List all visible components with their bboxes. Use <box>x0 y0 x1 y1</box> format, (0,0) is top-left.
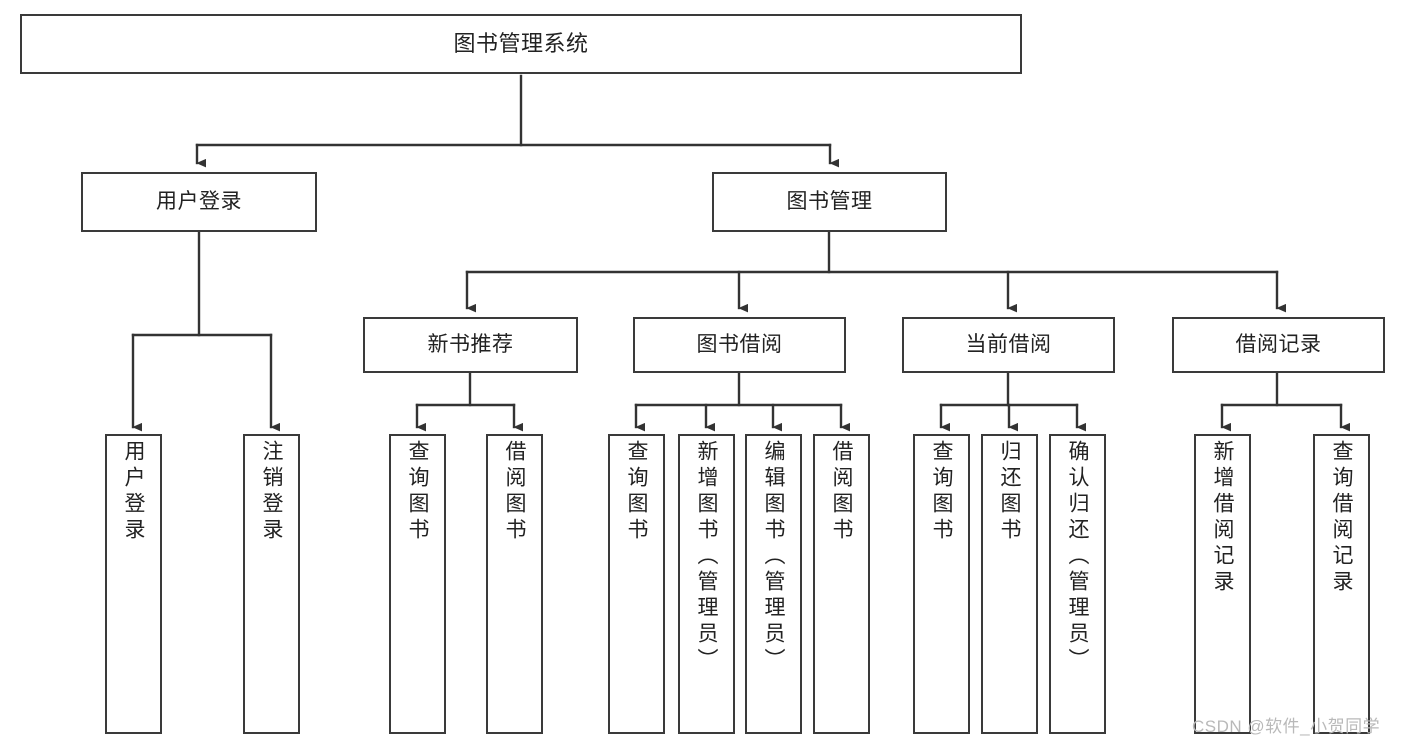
node-label: 归还图书 <box>998 440 1022 544</box>
leaf-current-confirm-return[interactable]: 确认归还（管理员） <box>1049 434 1106 734</box>
csdn-watermark: CSDN @软件_小贺同学 <box>1192 717 1381 736</box>
leaf-current-return-book[interactable]: 归还图书 <box>981 434 1038 734</box>
leaf-current-query-book[interactable]: 查询图书 <box>913 434 970 734</box>
leaf-user-login-login[interactable]: 用户登录 <box>105 434 162 734</box>
leaf-record-query[interactable]: 查询借阅记录 <box>1313 434 1370 734</box>
leaf-user-login-logout[interactable]: 注销登录 <box>243 434 300 734</box>
node-label: 借阅图书 <box>503 440 527 544</box>
node-label: 借阅记录 <box>1235 332 1322 356</box>
node-label: 借阅图书 <box>830 440 854 544</box>
node-label: 用户登录 <box>122 440 146 544</box>
node-label: 确认归还（管理员） <box>1066 440 1090 674</box>
leaf-borrow-query-book[interactable]: 查询图书 <box>608 434 665 734</box>
node-label: 用户登录 <box>156 189 242 213</box>
node-label: 注销登录 <box>260 440 284 544</box>
node-label: 查询图书 <box>625 440 649 544</box>
node-label: 新书推荐 <box>427 332 514 356</box>
node-current-borrow[interactable]: 当前借阅 <box>902 317 1115 373</box>
node-book-borrow[interactable]: 图书借阅 <box>633 317 846 373</box>
node-label: 新增借阅记录 <box>1211 440 1235 596</box>
node-label: 查询图书 <box>406 440 430 544</box>
node-label: 图书管理 <box>786 189 873 213</box>
leaf-borrow-borrow-book[interactable]: 借阅图书 <box>813 434 870 734</box>
node-new-book-recommend[interactable]: 新书推荐 <box>363 317 578 373</box>
node-label: 新增图书（管理员） <box>695 440 719 674</box>
node-label: 编辑图书（管理员） <box>762 440 786 674</box>
leaf-borrow-add-book[interactable]: 新增图书（管理员） <box>678 434 735 734</box>
node-label: 查询借阅记录 <box>1330 440 1354 596</box>
leaf-record-add[interactable]: 新增借阅记录 <box>1194 434 1251 734</box>
node-user-login[interactable]: 用户登录 <box>81 172 317 232</box>
node-root-system[interactable]: 图书管理系统 <box>20 14 1022 74</box>
node-label: 图书借阅 <box>696 332 783 356</box>
node-label: 图书管理系统 <box>453 31 589 57</box>
node-borrow-record[interactable]: 借阅记录 <box>1172 317 1385 373</box>
node-label: 当前借阅 <box>965 332 1052 356</box>
leaf-new-book-borrow[interactable]: 借阅图书 <box>486 434 543 734</box>
leaf-borrow-edit-book[interactable]: 编辑图书（管理员） <box>745 434 802 734</box>
node-book-management[interactable]: 图书管理 <box>712 172 947 232</box>
node-label: 查询图书 <box>930 440 954 544</box>
leaf-new-book-query[interactable]: 查询图书 <box>389 434 446 734</box>
